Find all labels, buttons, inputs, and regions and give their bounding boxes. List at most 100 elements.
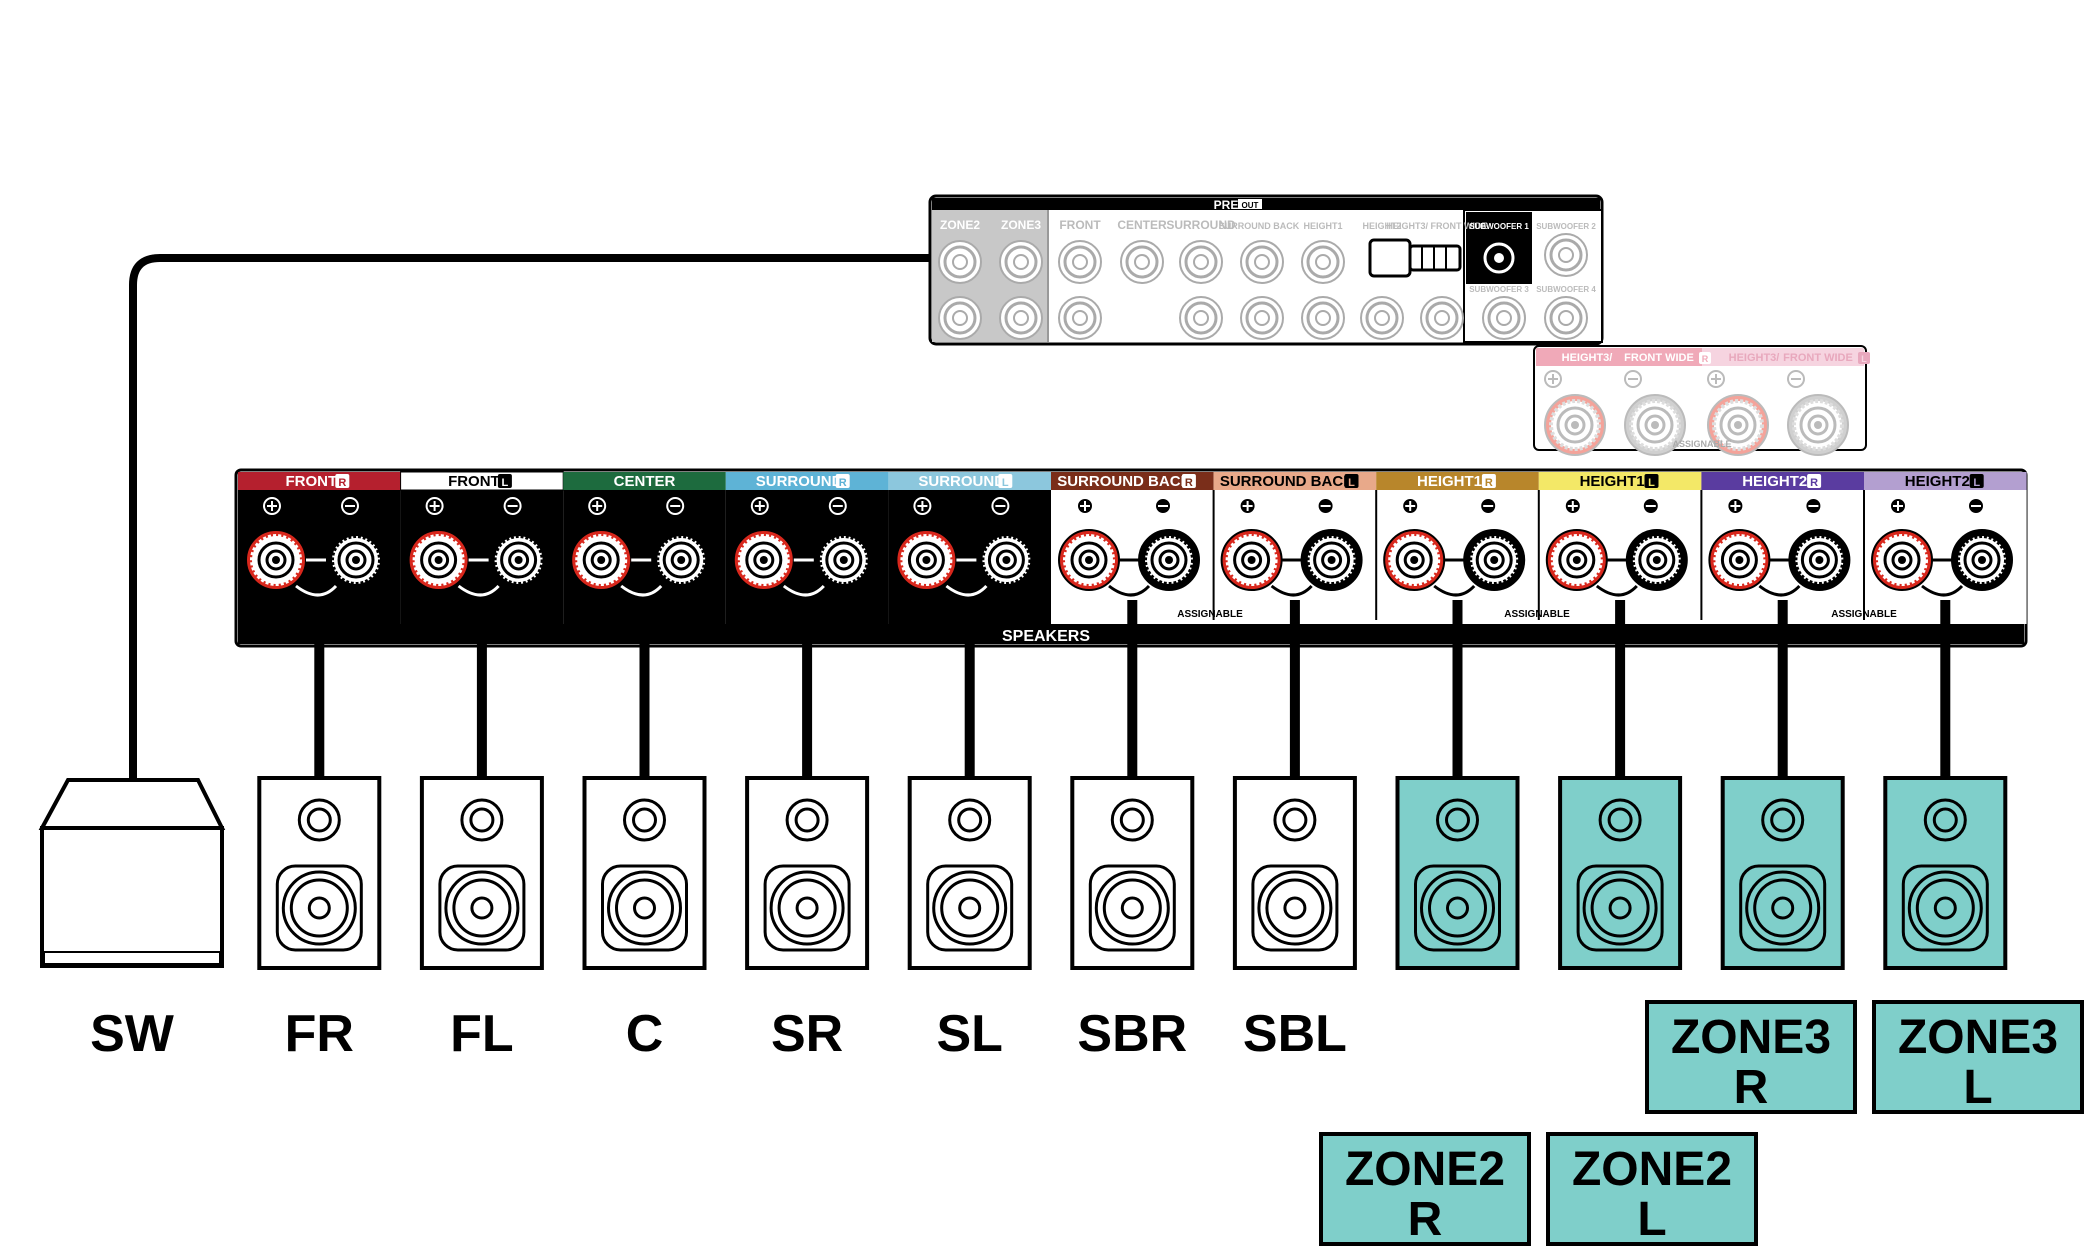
rca-jack-5: [1301, 296, 1345, 340]
speaker-name: FR: [285, 1005, 354, 1063]
zone-label-line2: R: [1408, 1193, 1443, 1246]
speaker: [419, 776, 544, 970]
plus-icon: [1707, 370, 1725, 388]
rca-jack-2: [1058, 296, 1102, 340]
speaker-name: SBR: [1077, 1005, 1187, 1063]
plus-icon: [263, 497, 281, 515]
preout-label: FRONT: [1059, 218, 1101, 232]
channel-label: SURROUND: [756, 473, 843, 490]
minus-terminal: [1788, 529, 1851, 591]
tweeter-icon: [460, 798, 504, 842]
speaker-name: FL: [450, 1005, 514, 1063]
speaker: [582, 776, 707, 970]
channel-label: SURROUND BACK: [1220, 473, 1354, 490]
minus-terminal: [1625, 529, 1688, 591]
zone-label-line2: L: [1637, 1193, 1666, 1246]
zone-label-line2: R: [1734, 1061, 1769, 1114]
tweeter-icon: [623, 798, 666, 842]
minus-icon: [1787, 370, 1805, 388]
zone-label-line1: ZONE3: [1898, 1011, 2058, 1064]
rca-jack-6: [1360, 296, 1404, 340]
rca-jack-9: [1544, 296, 1588, 340]
plus-terminal: [1871, 529, 1933, 591]
plus-terminal: [1545, 529, 1608, 591]
height3-terminal-2: [1707, 394, 1769, 456]
rca-jack-3: [1179, 296, 1223, 340]
subwoofer-name: SW: [90, 1005, 175, 1063]
rca-jack-0: [938, 296, 982, 340]
minus-icon: [1154, 497, 1172, 515]
zone-label-line1: ZONE2: [1572, 1143, 1732, 1196]
speaker-name: C: [626, 1005, 664, 1063]
minus-terminal: [325, 529, 387, 591]
minus-icon: [828, 497, 847, 515]
woofer-icon: [763, 864, 851, 952]
minus-icon: [1641, 497, 1660, 515]
speaker: [1232, 776, 1357, 970]
assignable-label-1: ASSIGNABLE: [1177, 609, 1243, 620]
rca-jack-7: [1420, 296, 1464, 340]
woofer-icon: [1088, 864, 1176, 952]
speaker-name: SBL: [1243, 1005, 1347, 1063]
channel-label: SURROUND BACK: [1057, 473, 1191, 490]
height3-terminal-1: [1624, 394, 1686, 456]
channel-section: CENTER: [563, 472, 726, 624]
subwoofer1-label: SUBWOOFER 1: [1469, 222, 1529, 231]
subwoofer-cabinet: [38, 778, 226, 968]
subwoofer-cable: [129, 254, 1370, 780]
height3-label: HEIGHT3/: [1562, 352, 1613, 364]
side-badge: L: [1648, 477, 1655, 489]
preout-title-badge: OUT: [1242, 201, 1259, 210]
subwoofer3-label: SUBWOOFER 3: [1469, 285, 1529, 294]
plus-icon: [588, 497, 607, 515]
minus-terminal: [812, 529, 875, 591]
side-badge: R: [1485, 477, 1493, 489]
tweeter-icon: [1761, 798, 1805, 842]
side-badge: R: [839, 477, 847, 489]
plus-icon: [425, 497, 444, 515]
rca-jack-15: [1179, 240, 1223, 284]
channel-label: HEIGHT1: [1580, 473, 1645, 490]
minus-terminal: [650, 529, 713, 591]
zone-speaker: [1558, 776, 1683, 970]
plus-icon: [750, 497, 769, 515]
minus-terminal: [1138, 529, 1200, 591]
tweeter-icon: [1110, 798, 1154, 842]
plus-icon: [1889, 497, 1907, 515]
tweeter-icon: [1923, 798, 1967, 842]
preout-label: SURROUND BACK: [1219, 221, 1300, 231]
preout-label: ZONE3: [1001, 218, 1041, 232]
minus-icon: [1967, 497, 1985, 515]
assignable-label-2: ASSIGNABLE: [1504, 609, 1570, 620]
rca-jack-13: [1058, 240, 1102, 284]
subwoofer2-label: SUBWOOFER 2: [1536, 222, 1596, 231]
rca-plug-icon: [1368, 238, 1515, 278]
rca-jack-1: [999, 296, 1043, 340]
woofer-icon: [926, 864, 1014, 952]
rca-jack-4: [1240, 296, 1284, 340]
plus-icon: [1726, 497, 1745, 515]
plus-terminal: [407, 529, 470, 591]
preout-label: CENTER: [1117, 218, 1167, 232]
rca-jack-12: [999, 240, 1043, 284]
zone-label-line1: ZONE2: [1345, 1143, 1505, 1196]
speaker: [907, 776, 1032, 970]
woofer-icon: [601, 864, 688, 952]
woofer-icon: [1576, 864, 1664, 952]
side-badge: L: [1861, 354, 1867, 364]
rca-jack-8: [1482, 296, 1526, 340]
side-badge: R: [1810, 477, 1818, 489]
height3-assignable: ASSIGNABLE: [1672, 439, 1731, 449]
zone-label-line2: L: [1963, 1061, 1992, 1114]
rca-jack-16: [1240, 240, 1284, 284]
side-badge: L: [1973, 477, 1980, 489]
minus-terminal: [487, 529, 550, 591]
